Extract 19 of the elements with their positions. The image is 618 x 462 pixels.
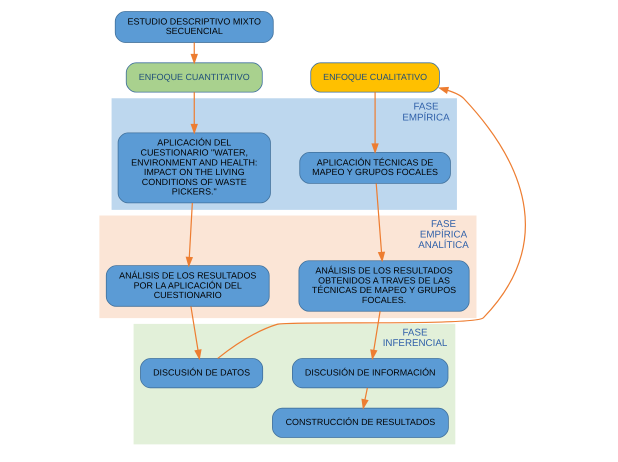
arrow (370, 311, 380, 360)
arrow (375, 183, 385, 262)
node-box: ENFOQUE CUANTITATIVO (125, 62, 262, 93)
arrow (190, 306, 202, 360)
arrow (185, 202, 193, 268)
node-box: APLICACIÓN DEL CUESTIONARIO "WATER, ENVIRONMENT AND HEALTH: IMPACT ON THE LIVING CONDITIONS OF WASTE PICKERS." (117, 132, 270, 204)
node-box: ESTUDIO DESCRIPTIVO MIXTO SECUENCIAL (114, 11, 274, 43)
node-box: ANÁLISIS DE LOS RESULTADOS POR LA APLICACIÓN DEL CUESTIONARIO (105, 265, 270, 307)
node-box: DISCUSIÓN DE INFORMACIÓN (292, 358, 448, 388)
arrow (360, 388, 368, 410)
node-box: APLICACIÓN TÉCNICAS DE MAPEO Y GRUPOS FOCALES (298, 152, 450, 184)
node-box: CONSTRUCCIÓN DE RESULTADOS (272, 408, 448, 438)
arrow (190, 92, 198, 134)
node-box: DISCUSIÓN DE DATOS (140, 358, 263, 388)
arrow (216, 86, 526, 359)
node-box: ENFOQUE CUALITATIVO (310, 62, 440, 93)
arrow (370, 92, 378, 154)
node-box: ANÁLISIS DE LOS RESULTADOS OBTENIDOS A TRAVES DE LAS TÉCNICAS DE MAPEO Y GRUPOS FOCALES. (298, 260, 470, 312)
arrow (190, 42, 198, 64)
